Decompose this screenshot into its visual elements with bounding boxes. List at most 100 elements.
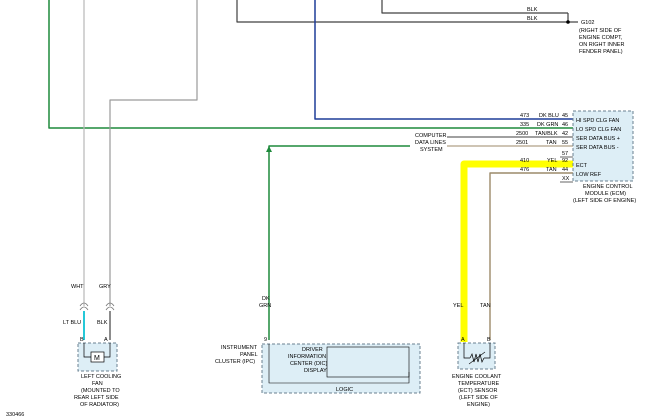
ecm-pin-row-6: 410 YEL 92 bbox=[520, 158, 568, 164]
ect-pin-b: B bbox=[487, 337, 491, 343]
ipc-pin: 9 bbox=[264, 337, 267, 343]
dk-blu-wire bbox=[314, 0, 573, 120]
fan-pin-a: A bbox=[104, 337, 108, 343]
blk-wire-ground-2 bbox=[381, 0, 568, 14]
motor-icon bbox=[90, 351, 105, 363]
ecm-pin-row-1: 473 DK BLU 45 bbox=[520, 113, 568, 119]
ecm-function: SER DATA BUS - bbox=[576, 145, 619, 151]
ect-title-3: (ECT) SENSOR bbox=[458, 388, 497, 394]
ect-title-4: (LEFT SIDE OF bbox=[459, 395, 498, 401]
ecm-pin: 57 bbox=[562, 151, 568, 157]
dic-label-1: DRIVER bbox=[302, 347, 323, 353]
ecm-function: LOW REF bbox=[576, 172, 602, 178]
ecm-function: SER DATA BUS + bbox=[576, 136, 620, 142]
fan-wire-color-wht: WHT bbox=[71, 284, 84, 290]
fan-internal-wire bbox=[104, 343, 111, 358]
ecm-circuit: 410 bbox=[520, 158, 529, 164]
fan-title-5: OF RADIATOR) bbox=[80, 402, 119, 408]
ipc-wire-color-1: DK bbox=[262, 296, 270, 302]
ect-internal-wire bbox=[484, 343, 491, 359]
dic-label-3: CENTER (DIC) bbox=[290, 361, 327, 367]
ecm-title-2: MODULE (ECM) bbox=[585, 191, 626, 197]
fan-internal-wire bbox=[83, 343, 91, 358]
ecm-wire-color: DK BLU bbox=[539, 113, 559, 119]
ground-splice-dot bbox=[566, 20, 570, 24]
data-lines-arrow-icon bbox=[266, 146, 272, 152]
ground-id: G102 bbox=[581, 20, 594, 26]
ecm-pin-row-3: 2500 TAN/BLK 42 bbox=[516, 131, 568, 137]
ecm-pin: 44 bbox=[562, 167, 568, 173]
fan-wire-color-gry: GRY bbox=[99, 284, 111, 290]
thermistor-arrow bbox=[468, 351, 486, 365]
connector-icon bbox=[79, 302, 89, 311]
ecm-pin: XX bbox=[562, 176, 570, 182]
ecm-pin-row-8: XX bbox=[560, 176, 573, 183]
ground-wire-label-2: BLK bbox=[527, 16, 538, 22]
ground-desc-3: ON RIGHT INNER bbox=[579, 42, 624, 48]
tan-wire-ect bbox=[489, 172, 573, 340]
fan-title-4: REAR LEFT SIDE bbox=[74, 395, 119, 401]
ecm-pin: 42 bbox=[562, 131, 568, 137]
gry-wire bbox=[109, 0, 198, 306]
ecm-wire-color: TAN bbox=[546, 140, 557, 146]
fan-title-2: FAN bbox=[92, 381, 103, 387]
data-lines-label-1: COMPUTER bbox=[415, 133, 447, 139]
ipc-internal-wire bbox=[268, 344, 410, 384]
ecm-wire-color: DK GRN bbox=[537, 122, 558, 128]
ecm-pin: 45 bbox=[562, 113, 568, 119]
ground-desc-1: (RIGHT SIDE OF bbox=[579, 28, 622, 34]
dk-grn-wire-fan bbox=[48, 0, 573, 129]
ecm-wire-color: TAN/BLK bbox=[535, 131, 558, 137]
connector-icon bbox=[105, 302, 115, 311]
ground-wire-label-1: BLK bbox=[527, 7, 538, 13]
ecm-circuit: 476 bbox=[520, 167, 529, 173]
ground-desc-2: ENGINE COMPT, bbox=[579, 35, 623, 41]
ect-title-1: ENGINE COOLANT bbox=[452, 374, 502, 380]
ecm-pin: 46 bbox=[562, 122, 568, 128]
ecm-title-1: ENGINE CONTROL bbox=[583, 184, 633, 190]
ipc-title-1: INSTRUMENT bbox=[221, 345, 258, 351]
blk-wire-ground-1 bbox=[236, 0, 568, 23]
ecm-circuit: 2501 bbox=[516, 140, 528, 146]
fan-title-1: LEFT COOLING bbox=[81, 374, 121, 380]
ect-wire-color-yel: YEL bbox=[453, 303, 463, 309]
data-lines-label-2: DATA LINES bbox=[415, 140, 446, 146]
ecm-pin-row-2: 335 DK GRN 46 bbox=[520, 122, 568, 128]
ipc-wire-color-2: GRN bbox=[259, 303, 271, 309]
dic-display bbox=[326, 346, 410, 378]
ecm-function: HI SPD CLG FAN bbox=[576, 118, 619, 124]
yel-wire-ect bbox=[460, 160, 573, 342]
ect-pin-a: A bbox=[461, 337, 465, 343]
ecm-pin: 55 bbox=[562, 140, 568, 146]
ecm-pin: 92 bbox=[562, 158, 568, 164]
data-lines-label-3: SYSTEM bbox=[420, 147, 443, 153]
fan-lower-color-blk: BLK bbox=[97, 320, 108, 326]
ecm-function: LO SPD CLG FAN bbox=[576, 127, 621, 133]
fan-title-3: (MOUNTED TO bbox=[81, 388, 120, 394]
dic-label-2: INFORMATION bbox=[288, 354, 326, 360]
ect-title-2: TEMPERATURE bbox=[458, 381, 499, 387]
ect-title-5: ENGINE) bbox=[467, 402, 490, 408]
ecm-pin-row-5: 57 bbox=[560, 151, 573, 158]
ipc-title-3: CLUSTER (IPC) bbox=[215, 359, 255, 365]
ecm-pin-row-7: 476 TAN 44 bbox=[520, 167, 568, 173]
ecm-circuit: 473 bbox=[520, 113, 529, 119]
ect-wire-color-tan: TAN bbox=[480, 303, 491, 309]
ipc-title-2: PANEL bbox=[240, 352, 258, 358]
ecm-circuit: 2500 bbox=[516, 131, 528, 137]
ecm-title-3: (LEFT SIDE OF ENGINE) bbox=[573, 198, 636, 204]
dk-grn-wire-ipc bbox=[268, 145, 410, 340]
figure-id: 330466 bbox=[6, 412, 24, 418]
ect-internal-wire bbox=[463, 343, 470, 359]
ecm-wire-color: TAN bbox=[546, 167, 557, 173]
fan-pin-b: B bbox=[80, 337, 84, 343]
ecm-function: ECT bbox=[576, 163, 588, 169]
ipc-logic-label: LOGIC bbox=[336, 387, 353, 393]
motor-symbol: M bbox=[94, 355, 100, 362]
ground-desc-4: FENDER PANEL) bbox=[579, 49, 623, 55]
ecm-circuit: 335 bbox=[520, 122, 529, 128]
ecm-wire-color: YEL bbox=[547, 158, 557, 164]
dic-label-4: DISPLAY bbox=[304, 368, 327, 374]
